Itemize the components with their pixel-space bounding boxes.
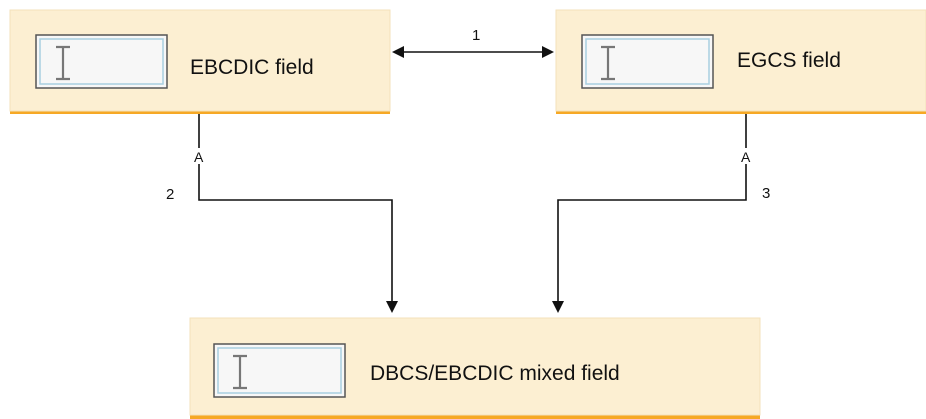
text-cursor-icon <box>56 45 70 81</box>
mixed-field-label: DBCS/EBCDIC mixed field <box>370 362 620 385</box>
connection-3-arrowhead <box>552 301 564 313</box>
connection-1-number: 1 <box>472 27 480 44</box>
connection-1-right-arrowhead <box>542 46 554 58</box>
mixed-field-box: DBCS/EBCDIC mixed field <box>189 317 761 419</box>
connection-3-line <box>557 114 747 304</box>
ebcdic-field-label: EBCDIC field <box>190 56 314 79</box>
connection-2-number: 2 <box>166 186 174 203</box>
mixed-input-icon <box>213 343 346 398</box>
connection-2-line <box>198 114 393 304</box>
mixed-field-shadow <box>190 414 760 419</box>
connection-1-left-arrowhead <box>392 46 404 58</box>
connection-3: A 3 <box>552 114 770 313</box>
egcs-input-icon <box>581 34 714 89</box>
ebcdic-input-icon <box>35 34 168 89</box>
text-cursor-icon <box>601 45 615 81</box>
ebcdic-field-box: EBCDIC field <box>9 9 391 114</box>
connection-2: A 2 <box>166 114 398 313</box>
egcs-field-label: EGCS field <box>737 49 841 72</box>
connection-3-marker: A <box>741 149 751 165</box>
connection-1: 1 <box>392 27 554 58</box>
text-cursor-icon <box>233 354 247 390</box>
connection-2-marker: A <box>194 149 204 165</box>
connection-3-number: 3 <box>762 185 770 202</box>
egcs-field-box: EGCS field <box>555 9 926 114</box>
connection-2-arrowhead <box>386 301 398 313</box>
